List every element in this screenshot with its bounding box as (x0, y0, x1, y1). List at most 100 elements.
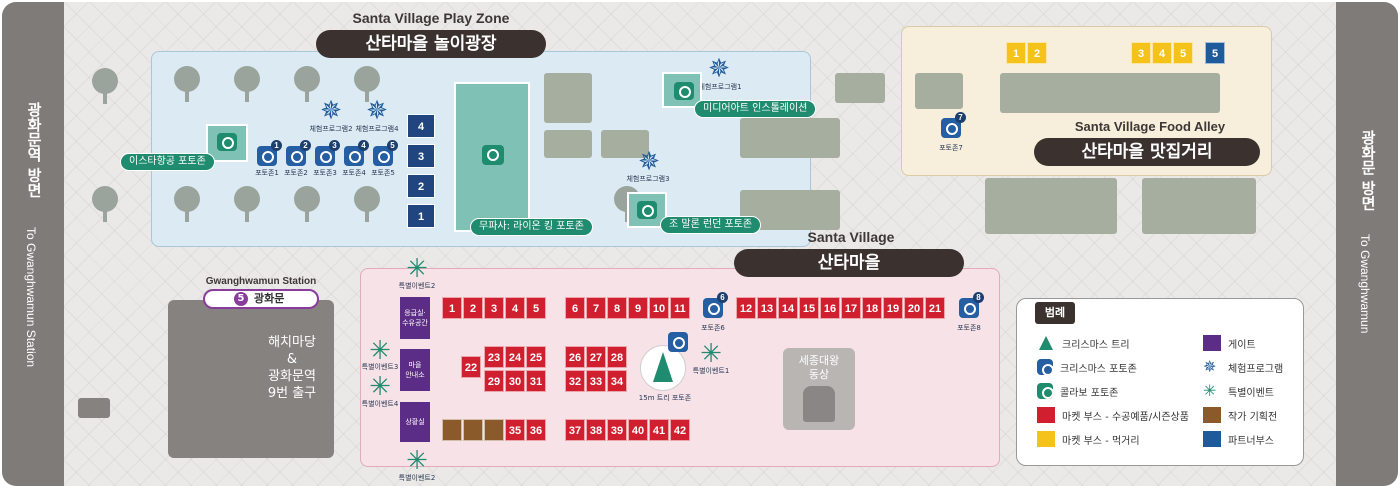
camera-icon[interactable]: 6 (703, 292, 728, 318)
market-booth[interactable]: 14 (778, 297, 798, 319)
event-label: 특별이벤트1 (692, 367, 730, 375)
building-block (740, 118, 840, 158)
direction-bar-right: 광화문 방면 To Gwanghwamun (1336, 2, 1398, 486)
market-booth[interactable]: 38 (586, 419, 606, 441)
market-booth[interactable]: 21 (925, 297, 945, 319)
haechi-madang-area[interactable] (168, 300, 334, 458)
christmas-tree-icon (653, 352, 673, 382)
market-booth[interactable]: 15 (799, 297, 819, 319)
market-booth[interactable]: 42 (670, 419, 690, 441)
collab-camera-icon (674, 82, 694, 100)
camera-icon[interactable]: 1 (257, 140, 282, 166)
market-booth[interactable]: 20 (904, 297, 924, 319)
market-booth[interactable]: 39 (607, 419, 627, 441)
partner-booth[interactable]: 1 (407, 204, 435, 228)
program-icon: ✵ (708, 54, 730, 84)
market-booth[interactable]: 18 (862, 297, 882, 319)
market-booth[interactable]: 41 (649, 419, 669, 441)
program-icon: ✵ (1203, 357, 1217, 376)
partner-booth[interactable]: 2 (407, 174, 435, 198)
market-booth[interactable]: 35 (505, 419, 525, 441)
market-booth[interactable]: 12 (736, 297, 756, 319)
collab-photozone-label: 이스타항공 포토존 (120, 153, 215, 171)
direction-right-ko: 광화문 방면 (1359, 130, 1377, 211)
camera-icon[interactable] (668, 332, 688, 352)
photo-spot-label: 포토존5 (371, 169, 395, 177)
market-booth[interactable]: 30 (505, 370, 525, 392)
food-booth[interactable]: 4 (1152, 42, 1172, 64)
event-icon: ✳ (700, 339, 722, 369)
event-icon: ✳ (369, 336, 391, 366)
market-booth[interactable]: 23 (484, 346, 504, 368)
market-booth[interactable]: 8 (607, 297, 627, 319)
program-label: 체험프로그램2 (309, 125, 353, 133)
program-icon: ✵ (320, 96, 342, 126)
market-booth[interactable]: 37 (565, 419, 585, 441)
market-booth[interactable]: 34 (607, 370, 627, 392)
statue-label: 세종대왕 동상 (798, 354, 840, 381)
photo-spot-label: 포토존7 (939, 144, 963, 152)
camera-icon[interactable]: 8 (959, 292, 984, 318)
market-booth[interactable]: 2 (463, 297, 483, 319)
market-booth[interactable]: 40 (628, 419, 648, 441)
market-booth[interactable]: 11 (670, 297, 690, 319)
market-booth[interactable]: 19 (883, 297, 903, 319)
direction-right-en: To Gwanghwamun (1358, 234, 1372, 334)
market-booth[interactable]: 22 (461, 356, 481, 378)
camera-icon[interactable]: 3 (315, 140, 340, 166)
market-booth[interactable]: 10 (649, 297, 669, 319)
legend-item: 크리스마스 포토존 (1037, 359, 1137, 376)
market-booth[interactable]: 36 (526, 419, 546, 441)
food-booth[interactable]: 5 (1173, 42, 1193, 64)
collab-camera-icon (1037, 383, 1054, 399)
artist-booth[interactable] (484, 419, 504, 441)
market-booth[interactable]: 5 (526, 297, 546, 319)
photo-spot-label: 포토존1 (255, 169, 279, 177)
collab-camera-icon (217, 133, 237, 151)
event-icon: ✳ (406, 446, 428, 476)
program-label: 체험프로그램1 (698, 83, 742, 91)
camera-icon[interactable]: 7 (941, 112, 966, 138)
direction-bar-left: 광화문역 방면 To Gwanghwamun Station (2, 2, 64, 486)
market-booth[interactable]: 26 (565, 346, 585, 368)
market-booth[interactable]: 3 (484, 297, 504, 319)
market-booth[interactable]: 17 (841, 297, 861, 319)
camera-icon[interactable]: 2 (286, 140, 311, 166)
collab-camera-icon (637, 201, 657, 219)
partner-booth[interactable]: 3 (407, 144, 435, 168)
market-booth[interactable]: 32 (565, 370, 585, 392)
camera-icon[interactable]: 4 (344, 140, 369, 166)
food-booth[interactable]: 1 (1006, 42, 1026, 64)
market-booth[interactable]: 31 (526, 370, 546, 392)
market-booth[interactable]: 16 (820, 297, 840, 319)
market-booth[interactable]: 4 (505, 297, 525, 319)
gate-info[interactable]: 마을 안내소 (400, 349, 430, 391)
station-badge[interactable] (203, 289, 319, 309)
market-booth[interactable]: 25 (526, 346, 546, 368)
gate-emergency[interactable]: 응급실·수유공간 (400, 297, 430, 339)
food-booth[interactable]: 3 (1131, 42, 1151, 64)
artist-booth[interactable] (442, 419, 462, 441)
market-booth[interactable]: 1 (442, 297, 462, 319)
camera-icon (1037, 359, 1054, 376)
santa-village-title-en: Santa Village (807, 229, 895, 245)
market-booth[interactable]: 13 (757, 297, 777, 319)
market-booth[interactable]: 7 (586, 297, 606, 319)
market-booth[interactable]: 29 (484, 370, 504, 392)
partner-booth[interactable]: 5 (1205, 42, 1225, 64)
gate-control[interactable]: 상황실 (400, 402, 430, 442)
direction-left-en: To Gwanghwamun Station (24, 227, 38, 368)
partner-booth[interactable]: 4 (407, 114, 435, 138)
legend-item: 크리스마스 트리 (1037, 335, 1130, 351)
food-booth[interactable]: 2 (1027, 42, 1047, 64)
market-booth[interactable]: 6 (565, 297, 585, 319)
artist-booth[interactable] (463, 419, 483, 441)
program-icon: ✵ (366, 96, 388, 126)
market-booth[interactable]: 28 (607, 346, 627, 368)
market-booth[interactable]: 33 (586, 370, 606, 392)
market-booth[interactable]: 9 (628, 297, 648, 319)
market-booth[interactable]: 27 (586, 346, 606, 368)
camera-icon[interactable]: 5 (373, 140, 398, 166)
market-booth[interactable]: 24 (505, 346, 525, 368)
photo-spot-label: 포토존6 (701, 324, 725, 332)
